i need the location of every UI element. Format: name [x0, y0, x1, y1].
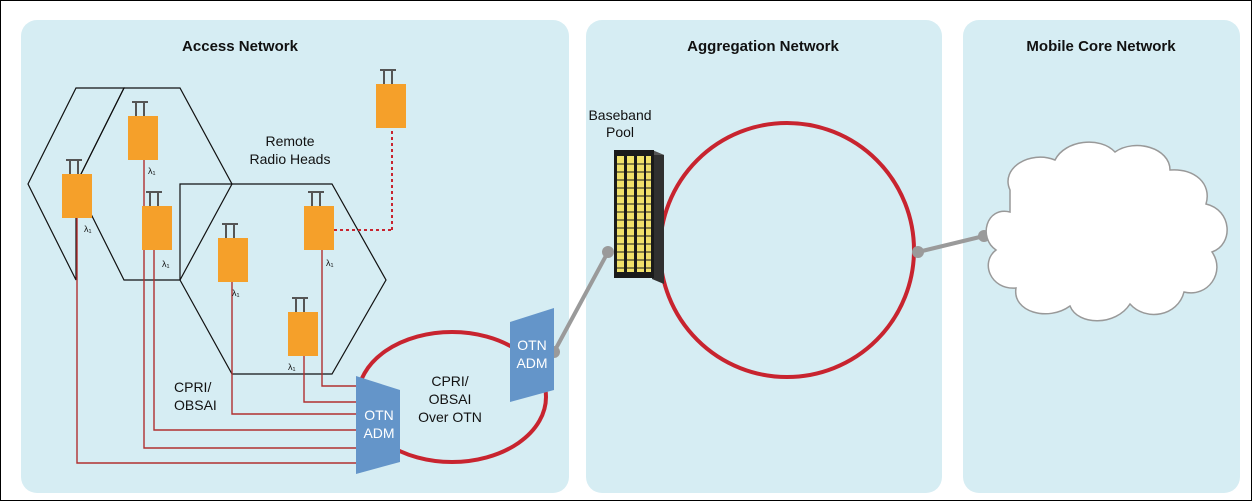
baseband-pool-slot-dividers: [614, 163, 654, 269]
rrh-body: [288, 312, 318, 356]
rrh-2: [128, 101, 158, 160]
uplink-node-ring: [912, 246, 924, 258]
mobile-core-cloud: [985, 141, 1228, 322]
baseband-slot: [646, 156, 651, 272]
cpri-label-2: OBSAI: [174, 397, 217, 413]
baseband-pool-label-1: Baseband: [588, 107, 651, 123]
otn-adm-left-label-2: ADM: [363, 425, 394, 441]
otn-adm-right-label-1: OTN: [517, 337, 547, 353]
fiber-link-4: [231, 282, 360, 415]
rrh-5: [304, 191, 334, 250]
antenna-icon: [292, 297, 308, 313]
access-network-title: Access Network: [182, 38, 299, 55]
rrh-body: [218, 238, 248, 282]
otn-adm-right: [510, 308, 554, 402]
antenna-icon: [66, 159, 82, 175]
uplink-adm-to-baseband: [552, 251, 610, 353]
fiber-links: [76, 160, 360, 464]
aggregation-network-panel: [586, 20, 942, 493]
access-network-panel: [21, 20, 569, 493]
uplink-ring-to-core: [917, 234, 985, 254]
fiber-link-2: [143, 160, 360, 449]
rrh-4: [218, 223, 248, 282]
otn-adm-left-label-1: OTN: [364, 407, 394, 423]
lambda-label: λ₁: [148, 166, 156, 176]
hex-cell-3: [179, 183, 387, 375]
rrh-body: [62, 174, 92, 218]
aggregation-network-title: Aggregation Network: [687, 38, 839, 55]
fiber-link-5: [303, 356, 360, 403]
antenna-icon: [380, 69, 396, 85]
otn-adm-right-label-2: ADM: [516, 355, 547, 371]
rrh-3: [142, 191, 172, 250]
rrh-label-2: Radio Heads: [250, 151, 331, 167]
lambda-label: λ₁: [232, 288, 240, 298]
rrh-7: [376, 69, 406, 128]
baseband-pool-side: [652, 150, 664, 284]
lambda-label: λ₁: [288, 362, 296, 372]
lambda-label: λ₁: [326, 258, 334, 268]
lambda-label: λ₁: [162, 259, 170, 269]
antenna-icon: [222, 223, 238, 239]
otn-adm-left: [356, 376, 400, 474]
ring-label-1: CPRI/: [431, 373, 468, 389]
baseband-slot: [617, 156, 624, 272]
ring-label-2: OBSAI: [429, 391, 472, 407]
rrh-body: [376, 84, 406, 128]
baseband-pool-label-2: Pool: [606, 124, 634, 140]
antenna-icon: [132, 101, 148, 117]
fiber-link-1: [76, 218, 360, 464]
baseband-slot: [637, 156, 644, 272]
baseband-pool: [614, 150, 664, 284]
rrh-body: [304, 206, 334, 250]
rrh-1: [62, 159, 92, 218]
antenna-icon: [308, 191, 324, 207]
lambda-label: λ₁: [84, 224, 92, 234]
antenna-icon: [146, 191, 162, 207]
mobile-core-network-title: Mobile Core Network: [1026, 38, 1176, 55]
fiber-link-6: [321, 250, 360, 387]
ring-label-3: Over OTN: [418, 409, 482, 425]
fiber-link-3: [153, 250, 360, 431]
rrh-label-1: Remote: [265, 133, 314, 149]
rrh-6: [288, 297, 318, 356]
baseband-slot: [627, 156, 634, 272]
rrh-body: [128, 116, 158, 160]
hex-cell-2: [27, 87, 125, 281]
uplink-node-baseband: [602, 246, 614, 258]
baseband-pool-slots: [617, 156, 651, 272]
cpri-label-1: CPRI/: [174, 379, 211, 395]
rrh-body: [142, 206, 172, 250]
